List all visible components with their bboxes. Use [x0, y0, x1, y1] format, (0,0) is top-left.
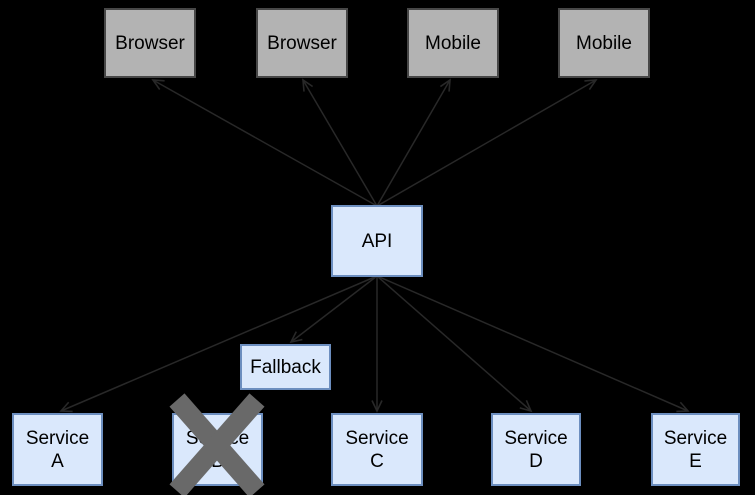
- edge-api-to-service-e: [376, 275, 690, 413]
- node-mobile-2-label: Mobile: [576, 32, 632, 54]
- node-service-a-sublabel: A: [51, 450, 64, 472]
- node-mobile-1: Mobile: [407, 8, 499, 78]
- node-service-e-label: Service: [663, 427, 728, 449]
- edge-api-to-service-d: [376, 275, 533, 413]
- node-mobile-2: Mobile: [558, 8, 650, 78]
- node-browser-1: Browser: [104, 8, 196, 78]
- edge-api-to-browser-2: [302, 78, 378, 207]
- node-fallback-label: Fallback: [250, 356, 321, 378]
- node-browser-2-label: Browser: [267, 32, 337, 54]
- node-service-c-label: Service: [345, 427, 409, 449]
- node-api: API: [331, 205, 423, 277]
- node-service-c: Service C: [331, 413, 423, 486]
- node-service-a: Service A: [12, 413, 103, 486]
- edge-api-to-browser-1: [151, 79, 378, 207]
- edge-api-to-mobile-1: [376, 78, 451, 207]
- node-service-d-sublabel: D: [529, 450, 543, 472]
- node-api-label: API: [361, 230, 393, 252]
- node-service-d-label: Service: [504, 427, 568, 449]
- edge-api-to-mobile-2: [376, 79, 598, 207]
- node-service-a-label: Service: [25, 427, 90, 449]
- edge-api-to-fallback: [289, 275, 378, 344]
- node-mobile-1-label: Mobile: [425, 32, 481, 54]
- node-service-d: Service D: [491, 413, 581, 486]
- edge-api-to-service-a: [59, 275, 378, 413]
- node-service-e: Service E: [651, 413, 740, 486]
- node-browser-1-label: Browser: [115, 32, 185, 54]
- node-service-e-sublabel: E: [689, 450, 702, 472]
- node-browser-2: Browser: [256, 8, 348, 78]
- failure-x-stroke-2: [169, 393, 265, 495]
- node-service-c-sublabel: C: [370, 450, 384, 472]
- node-fallback: Fallback: [240, 344, 331, 390]
